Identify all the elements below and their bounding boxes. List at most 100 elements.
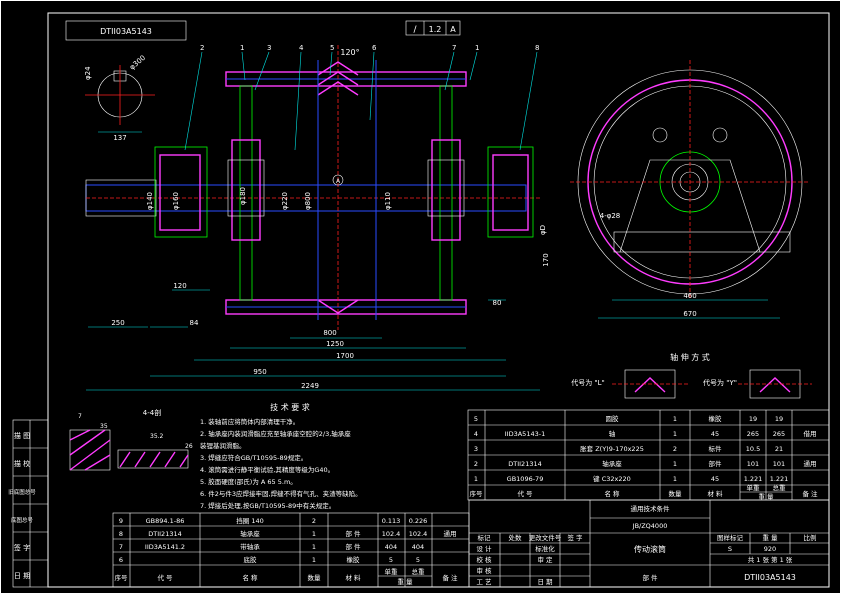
- shaft-dim-7: 7: [78, 413, 82, 420]
- bom-header: 材 料: [707, 489, 723, 498]
- bearing-right: 代号为 "Y": [703, 378, 737, 387]
- dim-holes: 4-φ28: [600, 212, 621, 220]
- bom-header: 代 号: [157, 573, 173, 582]
- role-label: 校 核: [476, 555, 492, 564]
- bom-cell: 10.5: [746, 445, 760, 453]
- shaft-dim-352: 35.2: [150, 433, 164, 440]
- bom-header: 总重: [773, 483, 787, 492]
- drawing-name: 传动滚筒: [634, 544, 666, 554]
- general-spec: 通用技术条件: [631, 504, 671, 513]
- bom-cell: 橡胶: [347, 555, 361, 564]
- dia-140: φ140: [146, 192, 154, 210]
- tech-notes-title: 技 术 要 求: [270, 402, 310, 412]
- dim-170: 170: [542, 253, 550, 266]
- sidebar-cell: 签 字: [14, 543, 30, 552]
- bom-cell: 9: [119, 517, 123, 525]
- bom-header: 材 料: [345, 573, 361, 582]
- leaders: [184, 51, 538, 151]
- dim-1700: 1700: [336, 352, 354, 360]
- dia-220: φ220: [281, 192, 289, 210]
- bom-cell: 1: [673, 475, 677, 483]
- scale-header: 比例: [804, 533, 817, 542]
- bom-cell: GB894.1-86: [146, 517, 185, 525]
- dim-84: 84: [190, 319, 199, 327]
- bom-cell: 1: [673, 430, 677, 438]
- bom-cell: 45: [711, 430, 719, 438]
- tech-note: 装锂基润滑脂。: [200, 441, 246, 450]
- role-label: 工 艺: [476, 578, 492, 586]
- tolerance-frame: / 1.2 A: [405, 20, 461, 36]
- sidebar-cell: 描 校: [14, 459, 30, 468]
- role-label: 日 期: [537, 578, 553, 586]
- bom-cell: 轴: [609, 429, 616, 438]
- rev-header: 标记: [478, 533, 492, 542]
- dim-950: 950: [253, 368, 266, 376]
- callout-8: 8: [535, 44, 539, 52]
- callout-1: 1: [240, 44, 244, 52]
- bom-cell: 1: [673, 460, 677, 468]
- bom-header: 重 量: [397, 578, 413, 586]
- bom-cell: 1: [474, 475, 478, 483]
- callout-2: 2: [200, 44, 204, 52]
- bom-cell: 0.226: [409, 517, 428, 525]
- dim-80: 80: [493, 299, 502, 307]
- bom-cell: 3: [474, 445, 478, 453]
- code-box-text: DTII03A5143: [100, 27, 152, 36]
- bom-header: 序号: [115, 573, 129, 582]
- diameter-labels: φ140 φ160 φ180 φ220 φ800 φ110 φD: [146, 187, 547, 235]
- sidebar-stamps: 描 图 描 校 旧底图总号 底图总号 签 字 日 期: [8, 419, 49, 588]
- rev-header: 签 字: [567, 533, 583, 542]
- bom-cell: 轴承座: [602, 459, 622, 468]
- dia-d: φD: [539, 225, 547, 235]
- bom-header: 代 号: [517, 489, 533, 498]
- bom-cell: 键 C32x220: [593, 474, 631, 483]
- bom-left: 9 GB894.1-86 挡圈 140 2 0.113 0.226 8 DTII…: [112, 512, 470, 588]
- side-view: 4-φ28 670 460 170: [542, 60, 810, 319]
- bom-cell: 2: [673, 445, 677, 453]
- bom-header: 数量: [308, 573, 322, 582]
- drawing-code: DTII03A5143: [744, 573, 796, 582]
- dim-460: 460: [683, 292, 696, 300]
- bom-cell: 6: [119, 556, 123, 564]
- bom-cell: 底胶: [244, 555, 258, 564]
- title-block: 通用技术条件 JB/ZQ4000 传动滚筒 部 件 DTII03A5143 图样…: [468, 499, 830, 588]
- bom-cell: 5: [474, 415, 478, 423]
- dim-2249: 2249: [301, 382, 319, 390]
- angle-label: 120°: [340, 48, 359, 57]
- code-box: DTII03A5143: [65, 20, 187, 41]
- dim-120: 120: [173, 282, 186, 290]
- sidebar-cell: 底图总号: [11, 516, 34, 524]
- role-label: 标准化: [535, 544, 555, 553]
- bom-cell: 19: [775, 415, 783, 423]
- bom-cell: 101: [747, 460, 759, 468]
- stage-value: S: [728, 545, 732, 553]
- bom-cell: 8: [119, 530, 123, 538]
- dim-250: 250: [111, 319, 124, 327]
- keyway-detail: 137 φ24 φ300: [84, 54, 155, 142]
- keyway-dia: φ24: [84, 66, 92, 80]
- rev-header: 更改文件号: [529, 533, 562, 542]
- bom-cell: 带轴承: [240, 542, 260, 551]
- bom-cell: 1.221: [744, 475, 763, 483]
- bom-cell: 5: [416, 556, 420, 564]
- bom-cell: 圆胶: [606, 414, 620, 423]
- bom-cell: 2: [474, 460, 478, 468]
- bom-cell: GB1096-79: [507, 475, 544, 483]
- callouts: 2 1 3 4 5 6 7 1 8: [200, 44, 539, 52]
- sheet-count: 共 1 张 第 1 张: [748, 555, 793, 564]
- bom-cell: 4: [474, 430, 478, 438]
- bom-cell: 1: [312, 556, 316, 564]
- bom-cell: 45: [711, 475, 719, 483]
- bom-cell: 橡胶: [709, 414, 723, 423]
- drum-section: A 120°: [85, 45, 540, 330]
- shaft-dim-35: 35: [100, 423, 108, 430]
- weight-value: 920: [764, 545, 776, 553]
- bom-cell: 404: [385, 543, 397, 551]
- bom-header: 序号: [470, 489, 484, 498]
- bom-cell: 部 件: [345, 542, 361, 551]
- bom-cell: 1: [312, 543, 316, 551]
- part-label: 部 件: [642, 573, 658, 582]
- bom-cell: 胀套 Z(Y)9-170x225: [580, 444, 644, 453]
- bom-cell: 265: [773, 430, 785, 438]
